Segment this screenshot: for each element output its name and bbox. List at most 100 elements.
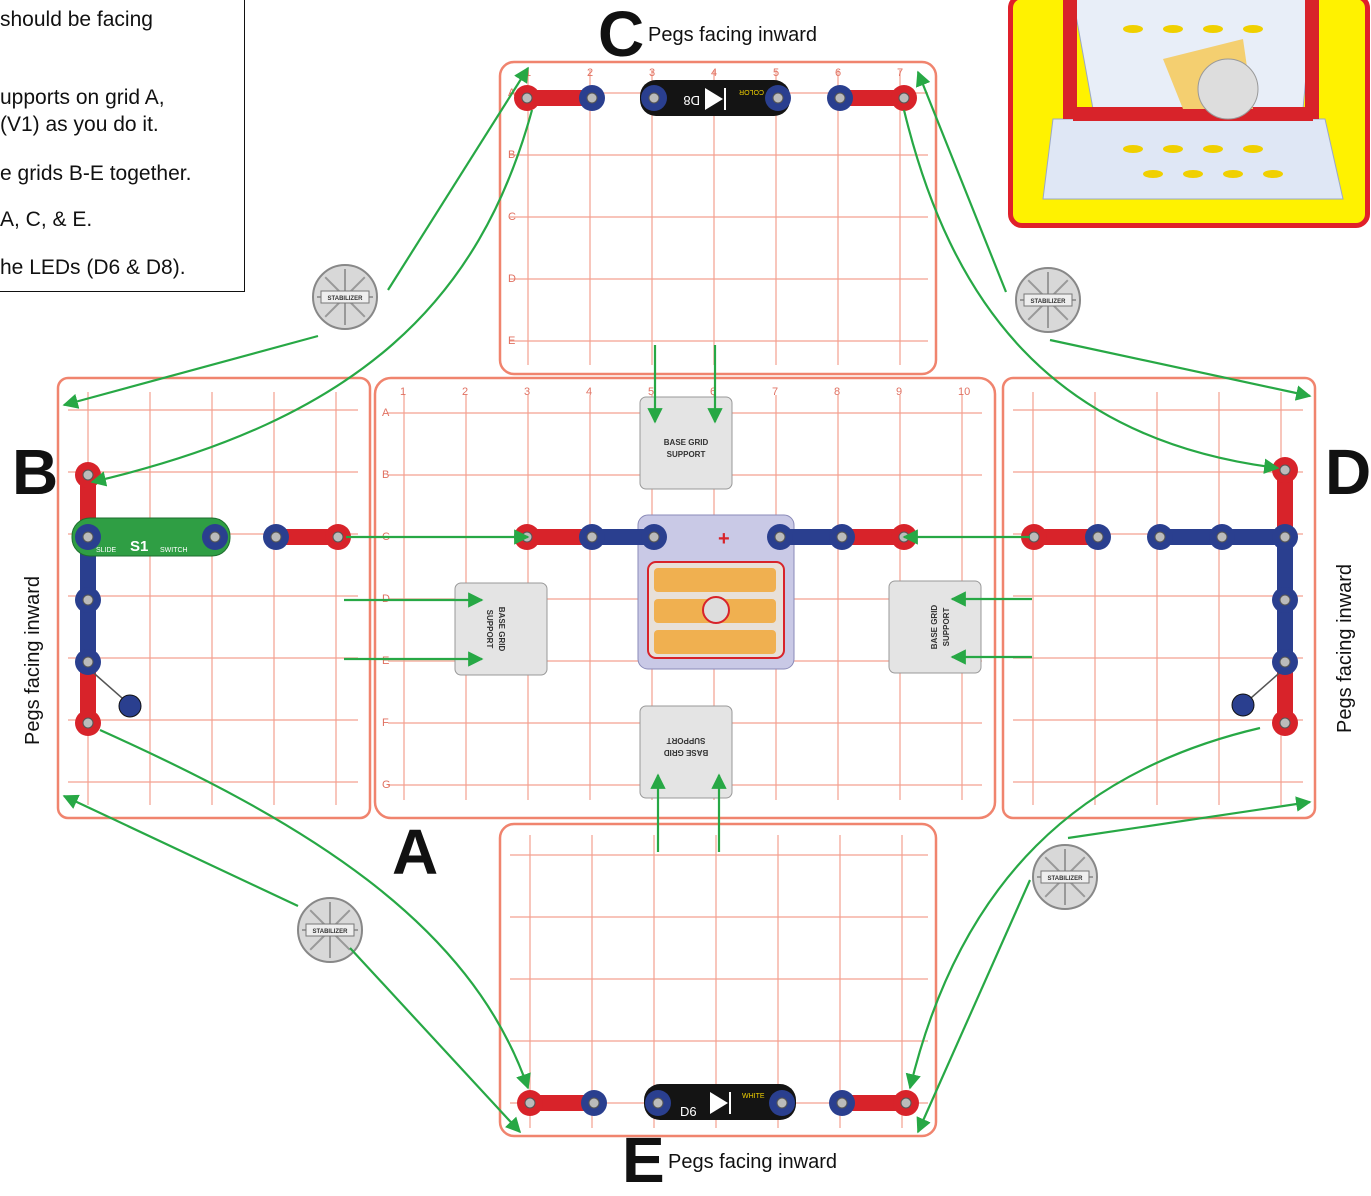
snap-peg-center xyxy=(777,1098,787,1108)
grid-c-col-label: 3 xyxy=(649,67,655,79)
snap-peg-center xyxy=(1280,595,1290,605)
snap-peg-center xyxy=(1093,532,1103,542)
snap-peg-center xyxy=(210,532,220,542)
snap-peg-center xyxy=(522,93,532,103)
snap-peg-center xyxy=(83,718,93,728)
grid-c-col-label: 2 xyxy=(587,67,593,79)
snap-peg-center xyxy=(1280,718,1290,728)
support-top: BASE GRID SUPPORT xyxy=(640,397,732,489)
assembled-model-photo xyxy=(1008,0,1370,228)
snap-peg-center xyxy=(1029,532,1039,542)
stabilizer-label: STABILIZER xyxy=(313,929,349,935)
stabilizer-4: STABILIZER xyxy=(1033,845,1097,909)
snap-peg-center xyxy=(835,93,845,103)
instructions-box: should be facing upports on grid A, (V1)… xyxy=(0,0,245,292)
snap-peg-center xyxy=(1280,532,1290,542)
instruction-line-3: (V1) as you do it. xyxy=(0,112,159,137)
arrow-stab-br-to-d xyxy=(1068,802,1310,838)
grid-letter-d: D xyxy=(1325,440,1371,504)
switch-text-2: SWITCH xyxy=(160,547,188,554)
grid-a-row-label: A xyxy=(382,407,390,419)
grid-letter-a: A xyxy=(392,820,438,884)
support-left-label-1: BASE GRID xyxy=(497,607,506,652)
support-top-label-1: BASE GRID xyxy=(664,438,709,447)
support-right-label-2: SUPPORT xyxy=(942,608,951,647)
stabilizer-3: STABILIZER xyxy=(298,898,362,962)
snap-peg-center xyxy=(83,470,93,480)
grid-c-row-label: B xyxy=(508,149,515,161)
snap-peg-center xyxy=(899,93,909,103)
support-right-label-1: BASE GRID xyxy=(930,605,939,650)
grid-a-col-label: 9 xyxy=(896,386,902,398)
grid-a-col-label: 4 xyxy=(586,386,592,398)
model-illustration xyxy=(1013,0,1365,223)
grid-c-col-label: 7 xyxy=(897,67,903,79)
grid-c-row-label: D xyxy=(508,273,516,285)
arrow-stab-tr-to-d xyxy=(1050,340,1310,396)
grid-c-col-label: 6 xyxy=(835,67,841,79)
led-bottom-id: D6 xyxy=(680,1104,697,1119)
snap-peg-center xyxy=(83,532,93,542)
instruction-line-4: e grids B-E together. xyxy=(0,161,191,186)
grid-a-row-label: E xyxy=(382,655,389,667)
support-bottom-label-1: BASE GRID xyxy=(664,748,709,757)
grid-a-row-label: F xyxy=(382,717,389,729)
arrow-stab-tl-to-b xyxy=(64,336,318,405)
grid-c-col-label: 4 xyxy=(711,67,717,79)
grid-a-col-label: 2 xyxy=(462,386,468,398)
stabilizer-2: STABILIZER xyxy=(1016,268,1080,332)
grid-a-col-label: 10 xyxy=(958,386,970,398)
snap-peg-center xyxy=(837,532,847,542)
svg-text:+: + xyxy=(718,528,730,550)
grid-c-row-label: C xyxy=(508,211,516,223)
caption-c: Pegs facing inward xyxy=(648,24,817,47)
instruction-line-1: should be facing xyxy=(0,7,153,32)
led-top-id: D8 xyxy=(683,93,700,108)
snap-peg-center xyxy=(1155,532,1165,542)
snap-peg-center xyxy=(271,532,281,542)
grid-a-col-label: 7 xyxy=(772,386,778,398)
led-top-text: COLOR xyxy=(739,88,764,95)
snap-peg-center xyxy=(1280,657,1290,667)
snap-peg-center xyxy=(1217,532,1227,542)
grid-a-col-label: 8 xyxy=(834,386,840,398)
caption-d: Pegs facing inward xyxy=(1334,564,1357,733)
caption-b: Pegs facing inward xyxy=(22,576,45,745)
snap-peg-center xyxy=(775,532,785,542)
support-top-label-2: SUPPORT xyxy=(667,450,706,459)
support-right: BASE GRID SUPPORT xyxy=(889,581,981,673)
snap-peg-center xyxy=(837,1098,847,1108)
snap-peg-center xyxy=(587,532,597,542)
snap-peg-center xyxy=(773,93,783,103)
grid-a-row-label: G xyxy=(382,779,391,791)
grid-letter-c: C xyxy=(598,2,644,66)
arrow-stab-tr-to-c xyxy=(918,72,1006,292)
snap-peg-center xyxy=(589,1098,599,1108)
caption-e: Pegs facing inward xyxy=(668,1151,837,1174)
grid-d-frame xyxy=(1003,378,1315,818)
stabilizer-label: STABILIZER xyxy=(328,296,364,302)
switch-text-1: SLIDE xyxy=(96,547,117,554)
snap-peg-center xyxy=(587,93,597,103)
grid-a-col-label: 1 xyxy=(400,386,406,398)
support-left: BASE GRID SUPPORT xyxy=(455,583,547,675)
switch-label: S1 xyxy=(130,538,148,555)
grid-c-row-label: E xyxy=(508,335,515,347)
stabilizer-1: STABILIZER xyxy=(313,265,377,329)
grid-a-col-label: 3 xyxy=(524,386,530,398)
snap-peg-center xyxy=(649,532,659,542)
support-bottom-label-2: SUPPORT xyxy=(667,736,706,745)
stabilizer-label: STABILIZER xyxy=(1031,299,1067,305)
snap-peg-center xyxy=(525,1098,535,1108)
snap-peg-center xyxy=(333,532,343,542)
grid-letter-b: B xyxy=(12,440,58,504)
instruction-line-5: A, C, & E. xyxy=(0,207,92,232)
stabilizer-label: STABILIZER xyxy=(1048,876,1084,882)
snap-peg-center xyxy=(83,657,93,667)
support-left-label-2: SUPPORT xyxy=(485,610,494,649)
instruction-line-6: he LEDs (D6 & D8). xyxy=(0,255,186,280)
led-bottom-text: WHITE xyxy=(742,1093,765,1100)
grid-b-frame xyxy=(58,378,370,818)
arrow-stab-tl-to-c xyxy=(388,68,528,290)
snap-peg-center xyxy=(83,595,93,605)
